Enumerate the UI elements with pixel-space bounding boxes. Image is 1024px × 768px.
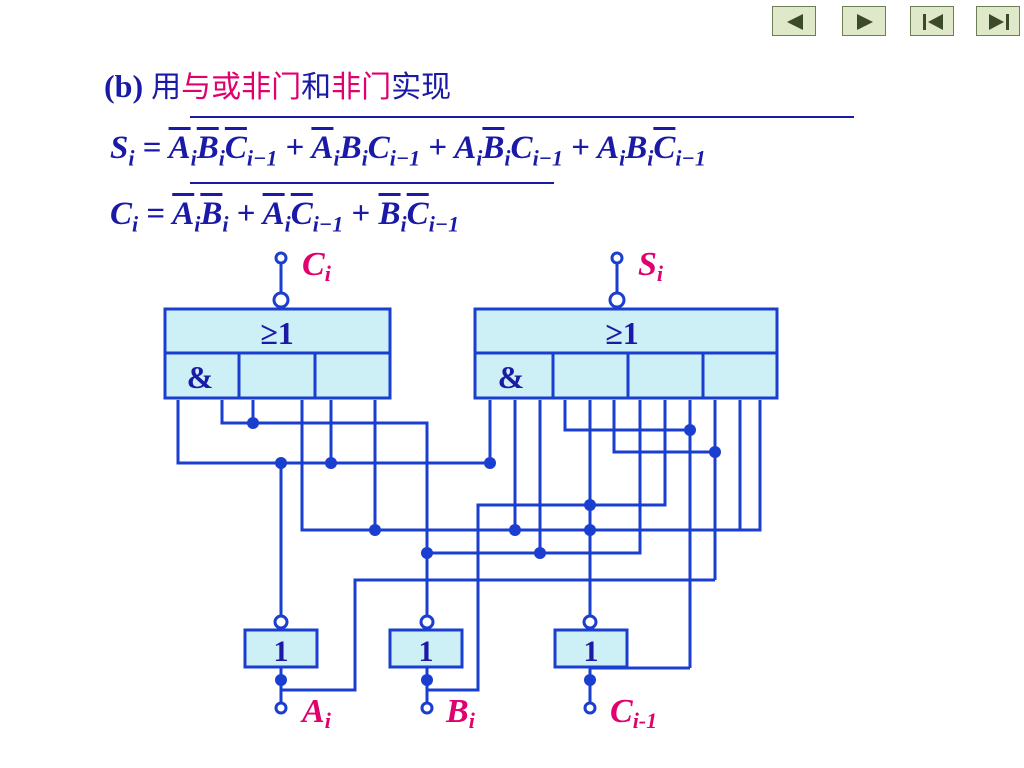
last-slide-button[interactable] <box>976 6 1020 36</box>
heading-prefix: (b) <box>104 68 144 104</box>
and-or-invert-gate-ci: ≥1 & <box>163 291 392 400</box>
heading-word-implement: 实现 <box>391 70 452 105</box>
si-overall-bar <box>190 116 854 118</box>
wires <box>176 262 762 703</box>
triangle-right-icon <box>857 14 873 30</box>
heading-word-aoi-gate: 与或非门 <box>181 70 302 105</box>
pin-label-ai-in: Ai <box>300 693 332 733</box>
ci-equation: Ci = AiBi + AiCi−1 + BiCi−1 <box>110 196 460 237</box>
si-equation: Si = AiBiCi−1 + AiBiCi−1 + AiBiCi−1 + Ai… <box>110 130 706 171</box>
not-gate-a: 1 <box>243 614 319 669</box>
heading-word-not-gate: 非门 <box>331 70 392 105</box>
slide-heading: (b) 用与或非门和非门实现 <box>104 62 451 106</box>
pin-label-bi-in: Bi <box>445 693 476 733</box>
skip-last-icon <box>989 14 1009 30</box>
skip-first-icon <box>923 14 943 30</box>
next-slide-button[interactable] <box>842 6 886 36</box>
svg-text:1: 1 <box>419 635 434 668</box>
or-symbol: ≥1 <box>605 315 639 351</box>
previous-slide-button[interactable] <box>772 6 816 36</box>
and-symbol: & <box>498 359 525 395</box>
svg-text:1: 1 <box>584 635 599 668</box>
not-gate-c: 1 <box>553 614 629 669</box>
pin-label-ci1-in: Ci-1 <box>610 693 657 733</box>
first-slide-button[interactable] <box>910 6 954 36</box>
and-symbol: & <box>187 359 214 395</box>
not-gate-b: 1 <box>388 614 464 669</box>
terminals <box>274 251 624 715</box>
inverter-bubble <box>272 291 290 309</box>
heading-word-and: 和 <box>301 70 332 105</box>
ci-overall-bar <box>190 182 554 184</box>
and-or-invert-gate-si: ≥1 & <box>473 291 779 400</box>
pin-label-ci-out: Ci <box>302 246 332 286</box>
svg-text:1: 1 <box>274 635 289 668</box>
inverter-bubble <box>608 291 626 309</box>
junction-dots <box>247 417 721 686</box>
pin-label-si-out: Si <box>638 246 664 286</box>
triangle-left-icon <box>787 14 803 30</box>
or-symbol: ≥1 <box>260 315 294 351</box>
heading-word-use: 用 <box>151 70 182 105</box>
